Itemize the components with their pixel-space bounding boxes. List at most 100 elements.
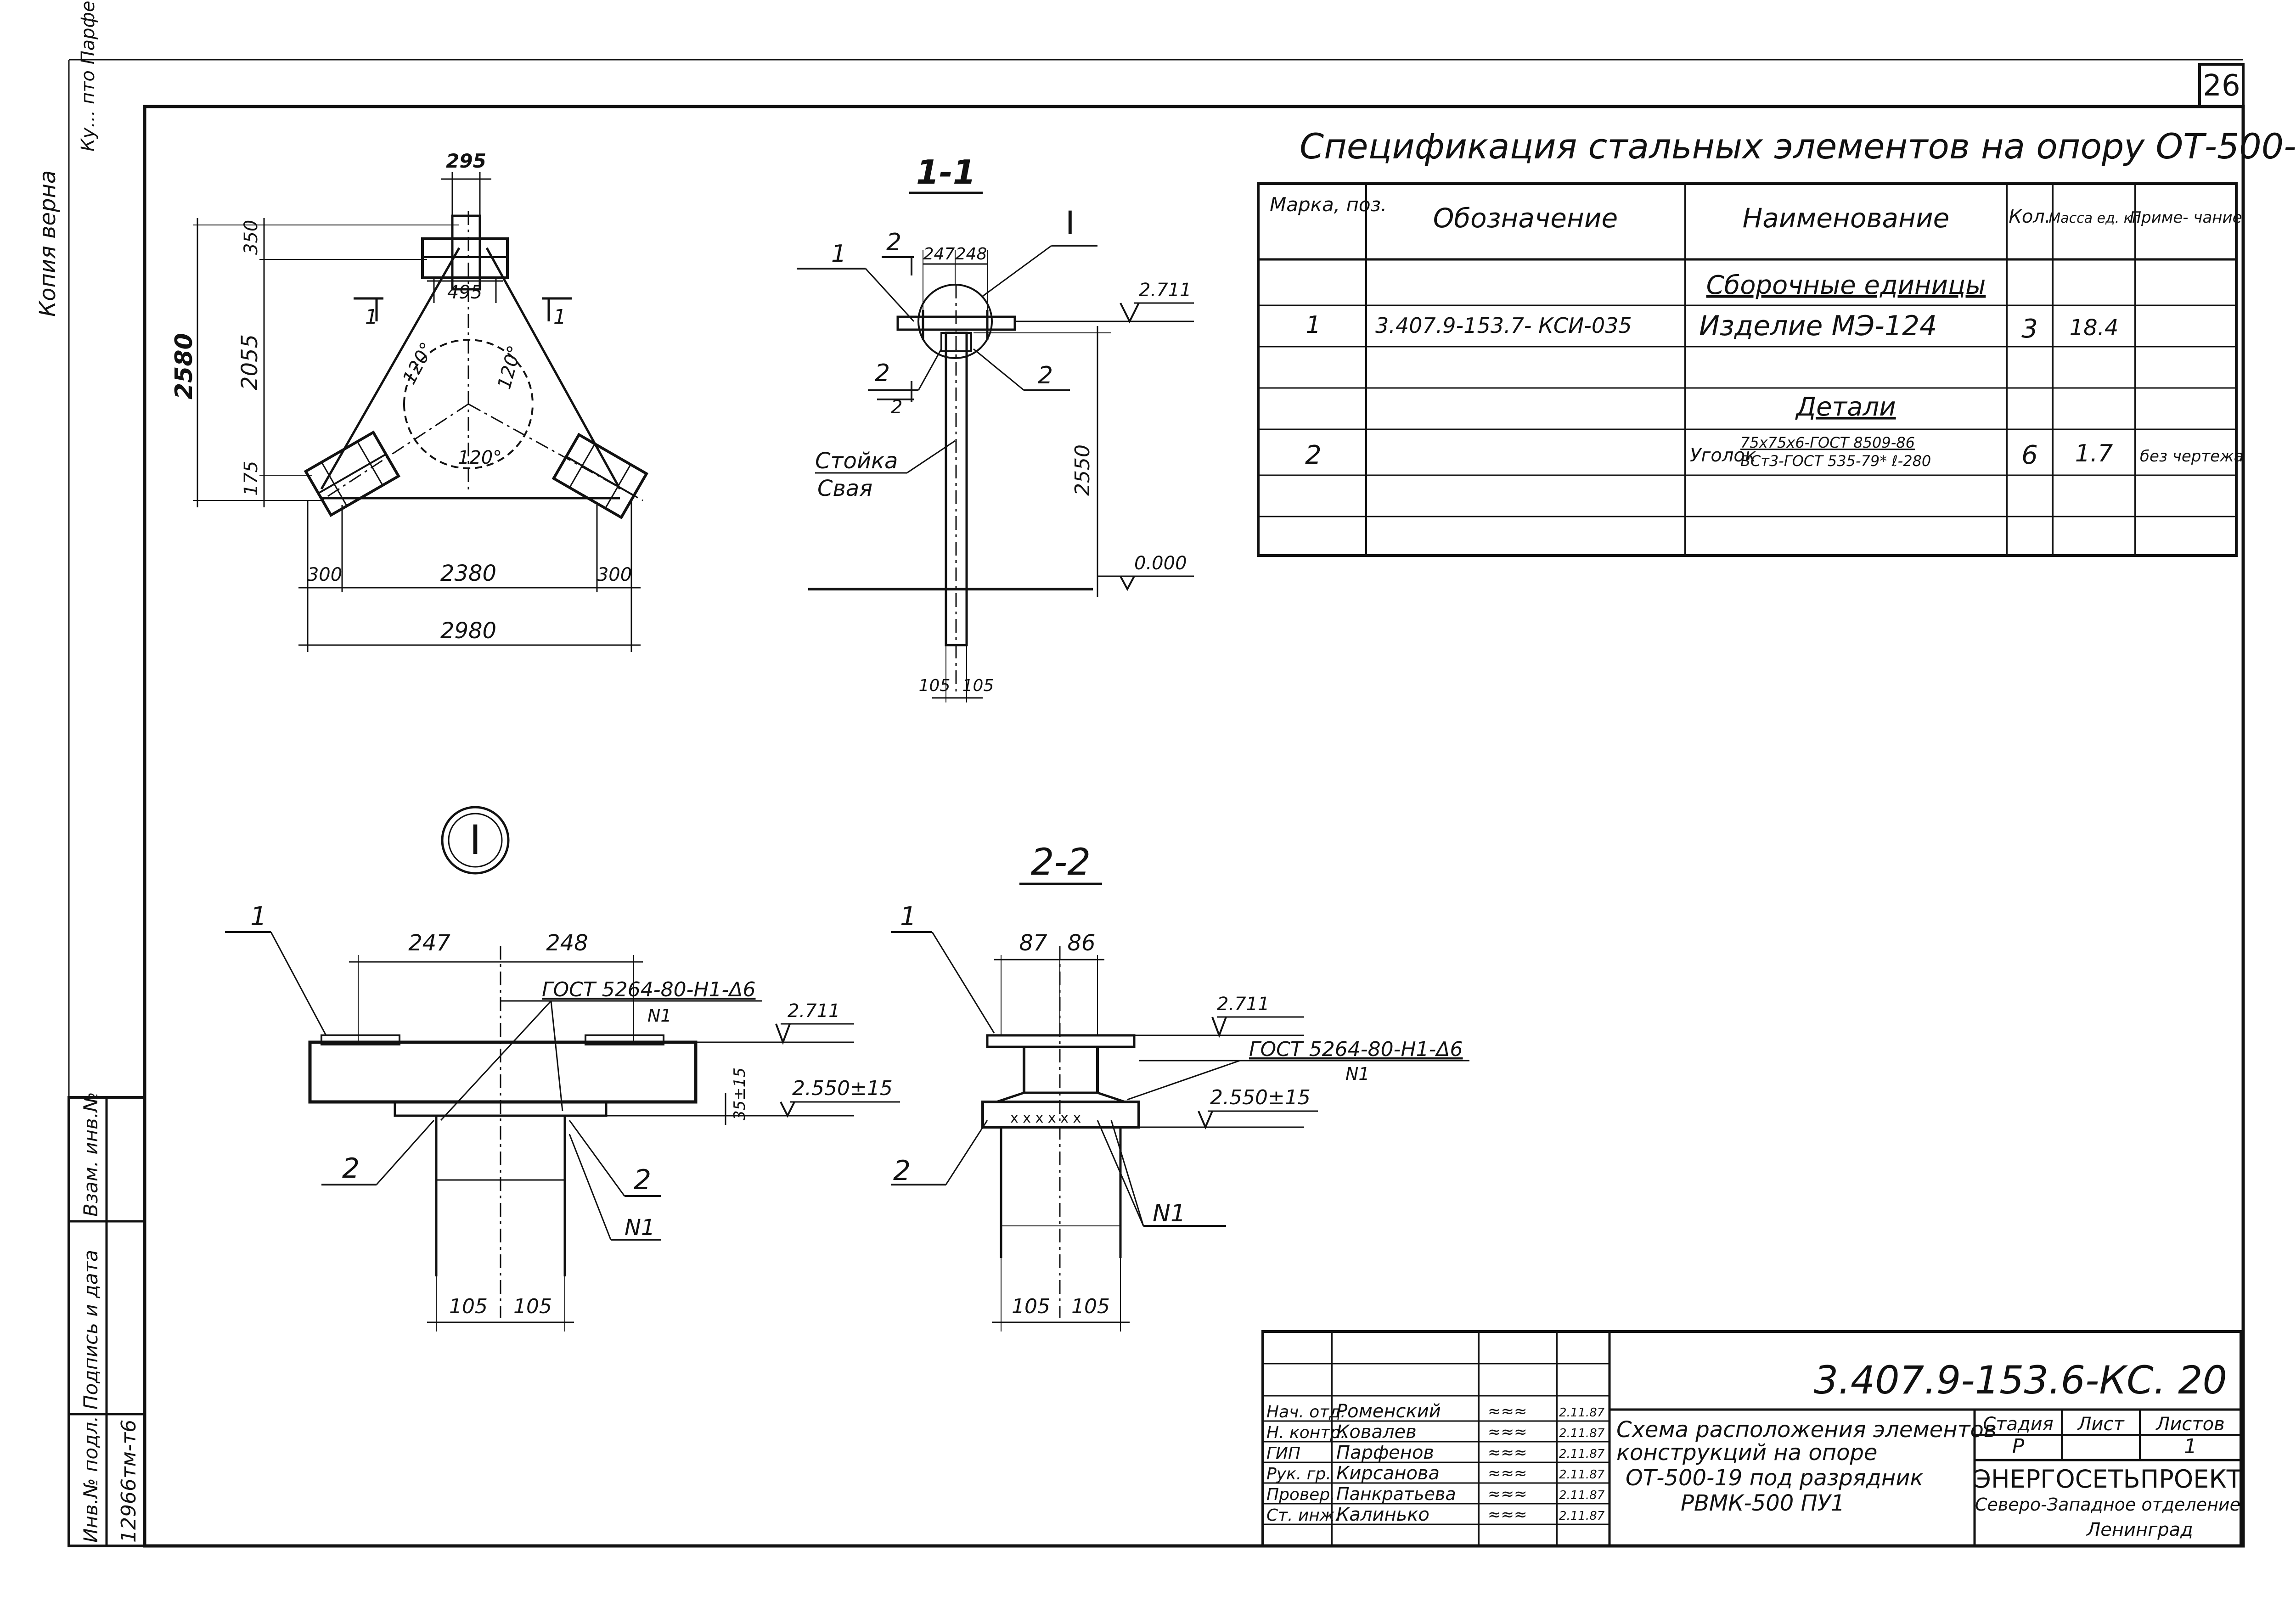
detail-I-leader-2-right: 2 <box>634 1164 651 1196</box>
replace-label: Взам. инв.№ <box>79 1092 102 1217</box>
section-1-1-leader-1: 1 <box>831 240 846 268</box>
sheets-label: Листов <box>2155 1414 2224 1435</box>
section-2-2: 2-2 x x x x x x 87 86 1 2.711 ГОСТ 5264-… <box>891 841 1469 1331</box>
row2-mass: 1.7 <box>2075 440 2113 467</box>
header-note: Приме- чание <box>2129 208 2242 227</box>
copy-signature: Ку... пто Парфе.. <box>78 0 99 152</box>
title-block-description: Схема расположения элементов конструкций… <box>1616 1417 2003 1516</box>
row2-qty: 6 <box>2021 440 2038 470</box>
section-2-2-weld-sub: N1 <box>1345 1064 1370 1084</box>
dim-2380: 2380 <box>440 561 496 586</box>
sheets-value: 1 <box>2184 1435 2197 1458</box>
section-1-1-title: 1-1 <box>916 153 976 191</box>
detail-I-weld-note: ГОСТ 5264-80-Н1-Δ6 <box>542 978 756 1001</box>
staff-signature: ≈≈≈ <box>1488 1485 1527 1503</box>
section-2-2-bottom-dim-right: 105 <box>1071 1295 1110 1318</box>
staff-signature: ≈≈≈ <box>1488 1444 1527 1462</box>
detail-I-leader-2-left: 2 <box>342 1152 360 1185</box>
detail-I-bottom-dim-left: 105 <box>449 1295 488 1318</box>
row2-note: без чертежа <box>2140 447 2244 466</box>
header-mass: Масса ед. кг <box>2048 210 2139 226</box>
section-1-1-detail-mark: I <box>1065 204 1075 242</box>
staff-row: ГИП Парфенов ≈≈≈ 2.11.87 <box>1266 1442 1605 1463</box>
inv-no-value: 12966тм-т6 <box>117 1420 141 1543</box>
section-1-1-bottom-dim-right: 105 <box>962 676 994 695</box>
section-1-1: 1-1 1 2 I 247 248 2.711 2 <box>797 153 1194 702</box>
detail-I-dim-247: 247 <box>408 930 450 956</box>
section-2-2-weld-note: ГОСТ 5264-80-Н1-Δ6 <box>1249 1038 1463 1061</box>
org-city: Ленинград <box>2086 1519 2193 1540</box>
detail-I-leader-1: 1 <box>250 902 267 932</box>
staff-role: Ст. инж. <box>1266 1506 1340 1525</box>
dim-495: 495 <box>447 282 482 303</box>
row1-mass: 18.4 <box>2070 315 2119 341</box>
section-mark-right: 1 <box>553 305 566 329</box>
staff-signature: ≈≈≈ <box>1488 1464 1527 1483</box>
dim-350: 350 <box>241 220 262 255</box>
staff-date: 2.11.87 <box>1559 1427 1605 1440</box>
section-2-2-dim-86: 86 <box>1067 930 1095 956</box>
title-block: 3.407.9-153.6-КС. 20 Схема расположения … <box>1261 1330 2242 1547</box>
header-mark: Марка, поз. <box>1270 193 1387 216</box>
sheet-number: 26 <box>2203 69 2240 103</box>
staff-date: 2.11.87 <box>1559 1447 1605 1461</box>
section-1-1-elev-top: 2.711 <box>1139 280 1192 301</box>
section-2-2-elev-top: 2.711 <box>1217 994 1270 1015</box>
dim-2580: 2580 <box>170 333 198 399</box>
plan-view: 120° 120° 120° 1 1 295 495 2580 350 2055… <box>170 150 649 652</box>
dim-295: 295 <box>446 150 486 172</box>
angle-bottom: 120° <box>458 447 502 468</box>
row2-name-top: 75х75х6-ГОСТ 8509-86 <box>1740 434 1915 451</box>
section-2-2-n1: N1 <box>1153 1200 1186 1227</box>
stage-value: Р <box>2012 1435 2025 1458</box>
dim-2980: 2980 <box>440 618 496 644</box>
detail-I-n1: N1 <box>625 1215 655 1241</box>
section-2-2-leader-1: 1 <box>900 902 917 932</box>
section-1-1-dim-248: 248 <box>956 245 987 264</box>
detail-I-weld-sub: N1 <box>647 1006 672 1026</box>
copy-stamp: Копия верна Ку... пто Парфе.. <box>35 0 99 317</box>
org-name: ЭНЕРГОСЕТЬПРОЕКТ <box>1974 1465 2242 1494</box>
inv-no-label: Инв.№ подл. <box>79 1416 102 1543</box>
weld-crosses: x x x x x x <box>1010 1110 1081 1126</box>
dim-2055: 2055 <box>237 334 263 390</box>
section-1-1-leader-2-left: 2 <box>875 360 890 387</box>
detail-I-dim-248: 248 <box>546 930 588 956</box>
section-1-1-post-label: Стойка <box>815 448 898 474</box>
staff-row: Провер. Панкратьева ≈≈≈ 2.11.87 <box>1266 1484 1605 1504</box>
staff-name: Ковалев <box>1336 1421 1417 1443</box>
staff-date: 2.11.87 <box>1559 1468 1605 1482</box>
detail-I: I 247 248 1 ГОСТ 5264-80-Н1-Δ6 N1 2.711 <box>225 806 900 1331</box>
staff-date: 2.11.87 <box>1559 1406 1605 1420</box>
staff-signature: ≈≈≈ <box>1488 1506 1527 1524</box>
staff-name: Роменский <box>1336 1401 1441 1422</box>
row1-name: Изделие МЭ-124 <box>1699 310 1937 342</box>
dim-175: 175 <box>241 461 262 496</box>
staff-row: Рук. гр. Кирсанова ≈≈≈ 2.11.87 <box>1266 1463 1605 1484</box>
header-name: Наименование <box>1743 202 1950 234</box>
staff-role: Рук. гр. <box>1266 1465 1331 1483</box>
section-2-2-title: 2-2 <box>1031 841 1091 883</box>
section-mark-left: 1 <box>365 305 378 329</box>
detail-I-elev-top: 2.711 <box>788 1000 840 1022</box>
header-qty: Кол. <box>2009 206 2050 227</box>
stage-label: Стадия <box>1983 1414 2053 1435</box>
staff-role: ГИП <box>1266 1444 1300 1463</box>
section-1-1-bottom-dim-left: 105 <box>919 676 951 695</box>
staff-role: Н. контр. <box>1266 1423 1346 1442</box>
org-branch: Северо-Западное отделение <box>1975 1494 2240 1515</box>
staff-row: Нач. отд. Роменский ≈≈≈ 2.11.87 <box>1266 1401 1605 1422</box>
row1-designation: 3.407.9-153.7- КСИ-035 <box>1375 313 1632 338</box>
section-2-2-elev-mid: 2.550±15 <box>1210 1086 1311 1109</box>
staff-name: Кирсанова <box>1336 1463 1440 1484</box>
sheet-label: Лист <box>2077 1414 2125 1435</box>
sign-date-label: Подпись и дата <box>79 1250 102 1410</box>
header-designation: Обозначение <box>1433 202 1618 234</box>
section-1-1-cut-top: 2 <box>886 229 901 256</box>
section-2-2-leader-2: 2 <box>893 1155 911 1187</box>
section-1-1-leader-2-right: 2 <box>1038 362 1053 389</box>
staff-role: Нач. отд. <box>1266 1403 1346 1421</box>
angle-left: 120° <box>399 339 438 388</box>
staff-name: Панкратьева <box>1336 1484 1456 1504</box>
staff-row: Н. контр. Ковалев ≈≈≈ 2.11.87 <box>1266 1421 1605 1443</box>
